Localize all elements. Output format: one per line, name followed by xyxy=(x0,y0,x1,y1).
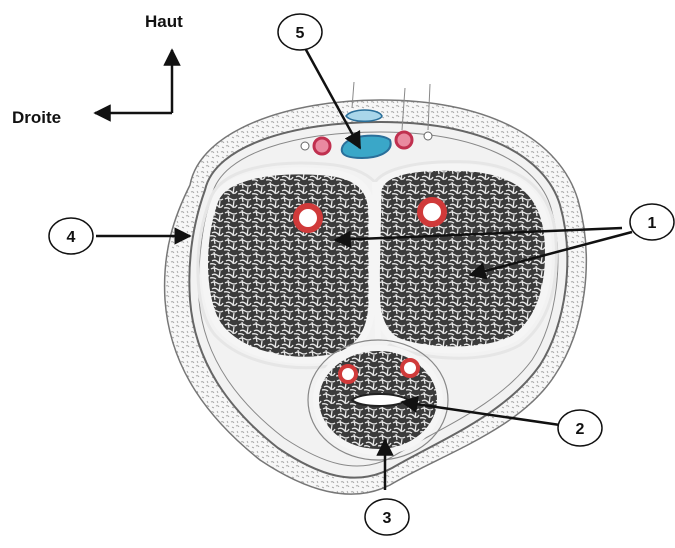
orientation-up-label: Haut xyxy=(145,13,183,30)
dorsal-artery-right xyxy=(396,132,412,148)
callout-1-label: 1 xyxy=(648,215,657,232)
callout-5: 5 xyxy=(278,14,322,50)
bulb-artery-right xyxy=(402,360,418,376)
corpus-cavernosum-right xyxy=(376,167,548,350)
urethra xyxy=(352,394,408,406)
callout-3-label: 3 xyxy=(383,510,392,527)
superficial-dorsal-vein xyxy=(346,110,382,121)
dorsal-nerve-left xyxy=(301,142,309,150)
orientation-right-label: Droite xyxy=(12,109,61,126)
callout-2-label: 2 xyxy=(576,421,585,438)
callout-2: 2 xyxy=(558,410,602,446)
callout-4-label: 4 xyxy=(67,229,76,246)
corpus-cavernosum-left xyxy=(205,171,372,360)
dorsal-artery-left xyxy=(314,138,330,154)
septum-line xyxy=(375,182,378,340)
callout-4: 4 xyxy=(49,218,93,254)
callout-1: 1 xyxy=(630,204,674,240)
dorsal-nerve-right xyxy=(424,132,432,140)
callout-5-label: 5 xyxy=(296,25,305,42)
deep-artery-right xyxy=(420,200,444,224)
deep-artery-left xyxy=(296,206,320,230)
orientation-arrows xyxy=(95,50,172,113)
bulb-artery-left xyxy=(340,366,356,382)
callout-3: 3 xyxy=(365,499,409,535)
